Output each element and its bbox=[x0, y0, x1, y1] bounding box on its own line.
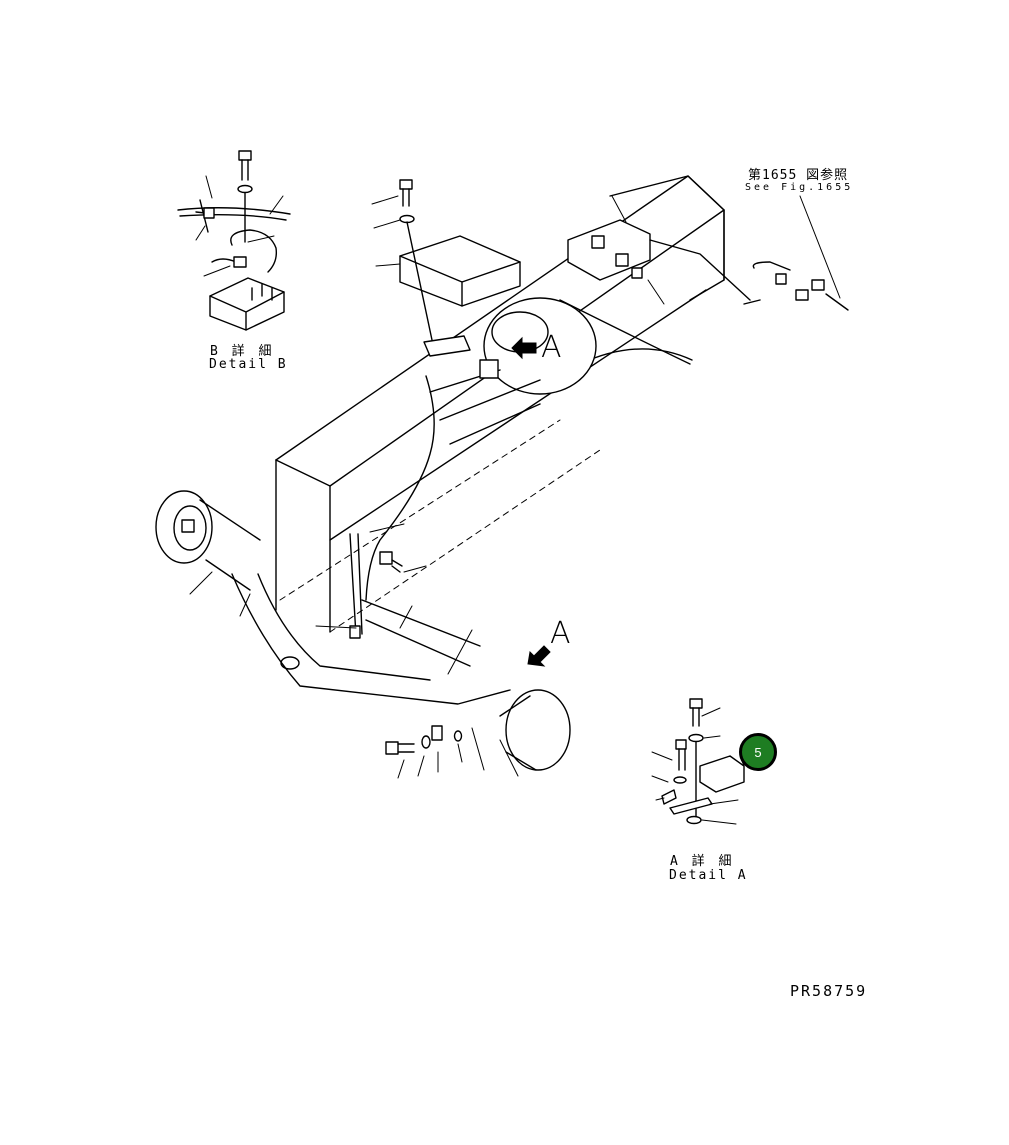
detail-a-title-jp: A 詳 細 bbox=[670, 854, 735, 869]
view-label-a-top: A bbox=[541, 330, 562, 365]
view-arrow-a-bottom bbox=[527, 645, 551, 667]
callout-part-5[interactable]: 5 bbox=[739, 733, 777, 771]
wire-harness bbox=[365, 375, 435, 601]
drawing-number: PR58759 bbox=[790, 982, 868, 1000]
rear-connectors bbox=[567, 195, 849, 311]
control-box-top bbox=[371, 179, 521, 379]
view-label-a-bottom: A bbox=[550, 616, 571, 651]
detail-b-assembly bbox=[177, 150, 291, 331]
view-arrow-a-top bbox=[511, 336, 537, 360]
detail-a-title-en: Detail A bbox=[669, 868, 748, 883]
main-frame bbox=[155, 175, 725, 771]
figure-reference-jp: 第1655 図参照 bbox=[748, 168, 849, 183]
detail-b-title-en: Detail B bbox=[209, 357, 288, 372]
detail-b-title-jp: B 詳 細 bbox=[210, 344, 275, 359]
figure-reference-en: See Fig.1655 bbox=[745, 182, 854, 193]
detail-a-assembly bbox=[651, 698, 745, 825]
lower-fasteners bbox=[189, 523, 519, 779]
